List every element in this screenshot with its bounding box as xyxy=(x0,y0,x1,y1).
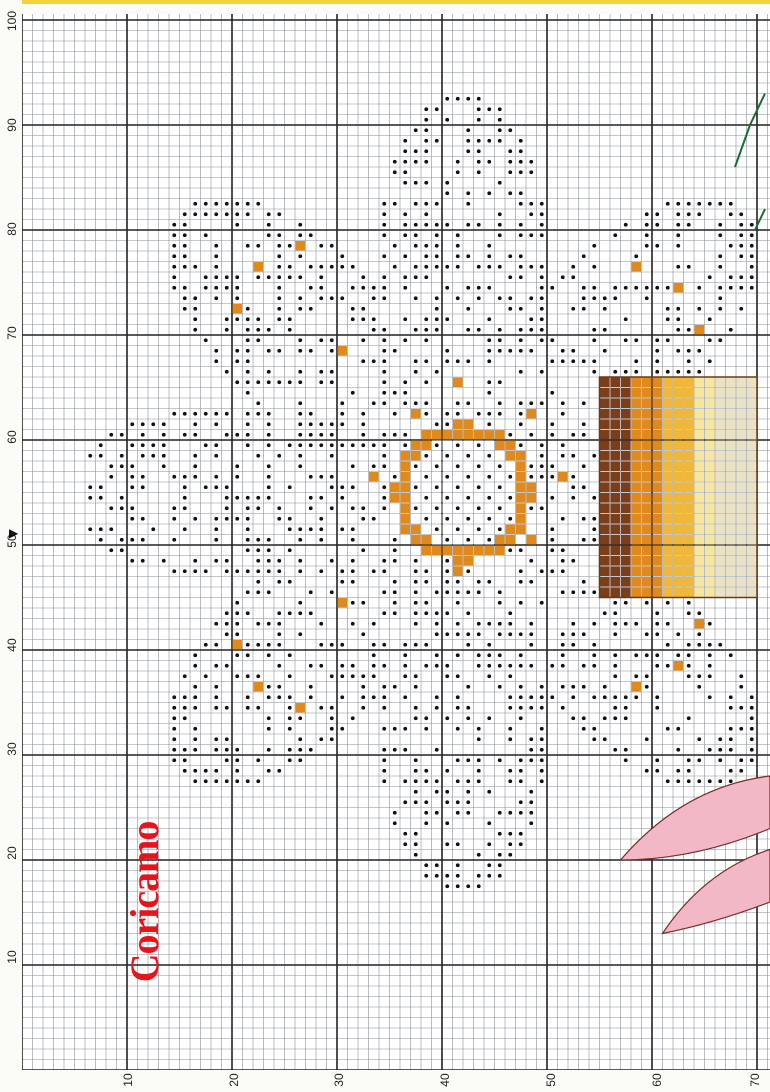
y-tick-60: 60 xyxy=(5,422,19,452)
x-tick-20: 20 xyxy=(227,1065,241,1092)
x-tick-30: 30 xyxy=(332,1065,346,1092)
y-tick-70: 70 xyxy=(5,318,19,348)
y-tick-80: 80 xyxy=(5,214,19,244)
y-tick-90: 90 xyxy=(5,110,19,140)
x-tick-70: 70 xyxy=(748,1065,762,1092)
x-tick-60: 60 xyxy=(650,1065,664,1092)
y-tick-20: 20 xyxy=(5,838,19,868)
triangle-right-icon: ▶ xyxy=(9,526,18,540)
y-tick-30: 30 xyxy=(5,734,19,764)
y-tick-10: 10 xyxy=(5,942,19,972)
y-tick-100: 100 xyxy=(5,6,19,36)
x-tick-40: 40 xyxy=(438,1065,452,1092)
y-tick-40: 40 xyxy=(5,630,19,660)
brand-logo: Coricamo xyxy=(123,817,167,987)
x-tick-10: 10 xyxy=(121,1065,135,1092)
x-tick-50: 50 xyxy=(544,1065,558,1092)
